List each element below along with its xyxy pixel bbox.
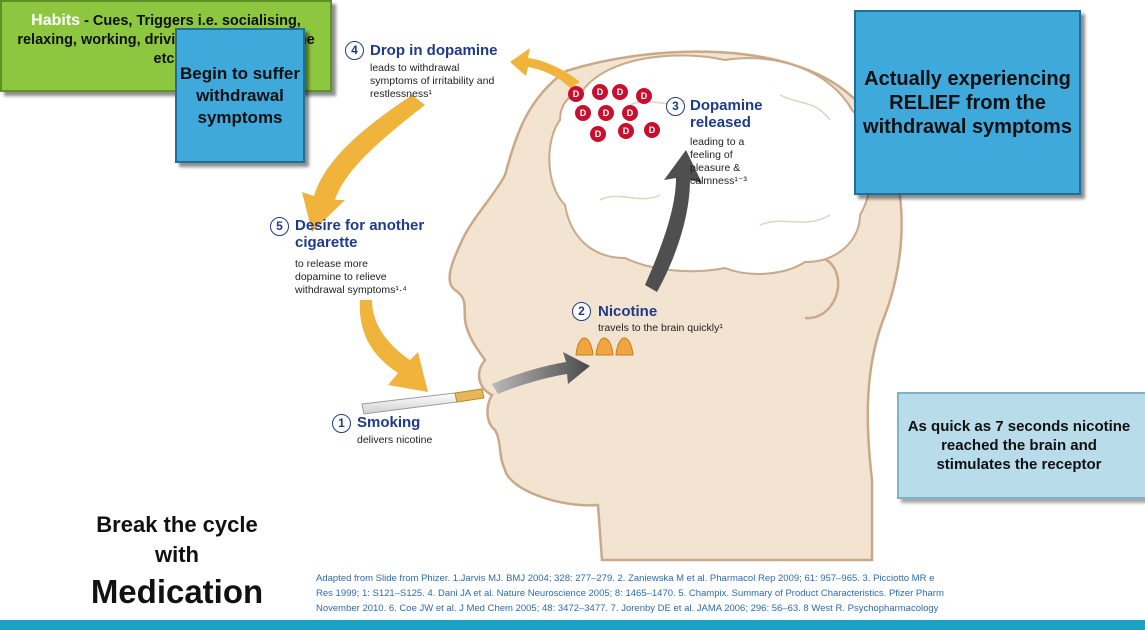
callout-relief-text: Actually experiencing RELIEF from the wi… bbox=[856, 67, 1079, 139]
step-2-number: 2 bbox=[572, 302, 591, 321]
callout-quick-text: As quick as 7 seconds nicotine reached t… bbox=[903, 417, 1135, 474]
dopamine-letter: D bbox=[573, 89, 580, 99]
step-4-description: leads to withdrawal symptoms of irritabi… bbox=[370, 62, 505, 101]
step-3-title: Dopamine released bbox=[690, 97, 780, 131]
dopamine-letter: D bbox=[627, 108, 634, 118]
callout-withdrawal-text: Begin to suffer withdrawal symptoms bbox=[177, 63, 303, 129]
dopamine-letter: D bbox=[623, 126, 630, 136]
reference-line: Adapted from Slide from Phizer. 1.Jarvis… bbox=[316, 571, 1145, 586]
step-4-number: 4 bbox=[345, 41, 364, 60]
reference-line: 327 bbox=[316, 616, 1145, 619]
step-3-number: 3 bbox=[666, 97, 685, 116]
references: Adapted from Slide from Phizer. 1.Jarvis… bbox=[316, 571, 1145, 619]
dopamine-letter: D bbox=[617, 87, 624, 97]
bottom-bar bbox=[0, 620, 1145, 630]
dopamine-letter: D bbox=[649, 125, 656, 135]
break-cycle-line1: Break the cycle bbox=[52, 512, 302, 538]
dopamine-letter: D bbox=[580, 108, 587, 118]
reference-line: Res 1999; 1: S121–S125. 4. Dani JA et al… bbox=[316, 586, 1145, 601]
break-cycle-line2: with bbox=[52, 542, 302, 568]
cigarette bbox=[362, 389, 484, 414]
dopamine-letter: D bbox=[595, 129, 602, 139]
cycle-arrow-4-to-5 bbox=[302, 95, 425, 232]
step-1-description: delivers nicotine bbox=[357, 434, 467, 447]
dopamine-letter: D bbox=[603, 108, 610, 118]
step-5-title: Desire for another cigarette bbox=[295, 217, 435, 251]
step-1-title: Smoking bbox=[357, 414, 420, 431]
dopamine-letter: D bbox=[641, 91, 648, 101]
callout-withdrawal: Begin to suffer withdrawal symptoms bbox=[175, 28, 305, 163]
step-4-title: Drop in dopamine bbox=[370, 42, 498, 59]
callout-relief: Actually experiencing RELIEF from the wi… bbox=[854, 10, 1081, 195]
step-2-title: Nicotine bbox=[598, 303, 657, 320]
dopamine-letter: D bbox=[597, 87, 604, 97]
break-cycle-medication: Medication bbox=[52, 572, 302, 612]
cycle-arrow-5-to-1 bbox=[360, 300, 428, 392]
step-3-description: leading to a feeling of pleasure & calmn… bbox=[690, 136, 775, 188]
step-5-number: 5 bbox=[270, 217, 289, 236]
callout-quick-nicotine: As quick as 7 seconds nicotine reached t… bbox=[897, 392, 1145, 499]
nicotine-particles bbox=[576, 338, 633, 355]
step-1-number: 1 bbox=[332, 414, 351, 433]
step-2-description: travels to the brain quickly¹ bbox=[598, 322, 768, 335]
cycle-arrow-3-to-4 bbox=[510, 48, 580, 88]
step-5-description: to release more dopamine to relieve with… bbox=[295, 258, 415, 297]
reference-line: November 2010. 6. Coe JW et al. J Med Ch… bbox=[316, 601, 1145, 616]
